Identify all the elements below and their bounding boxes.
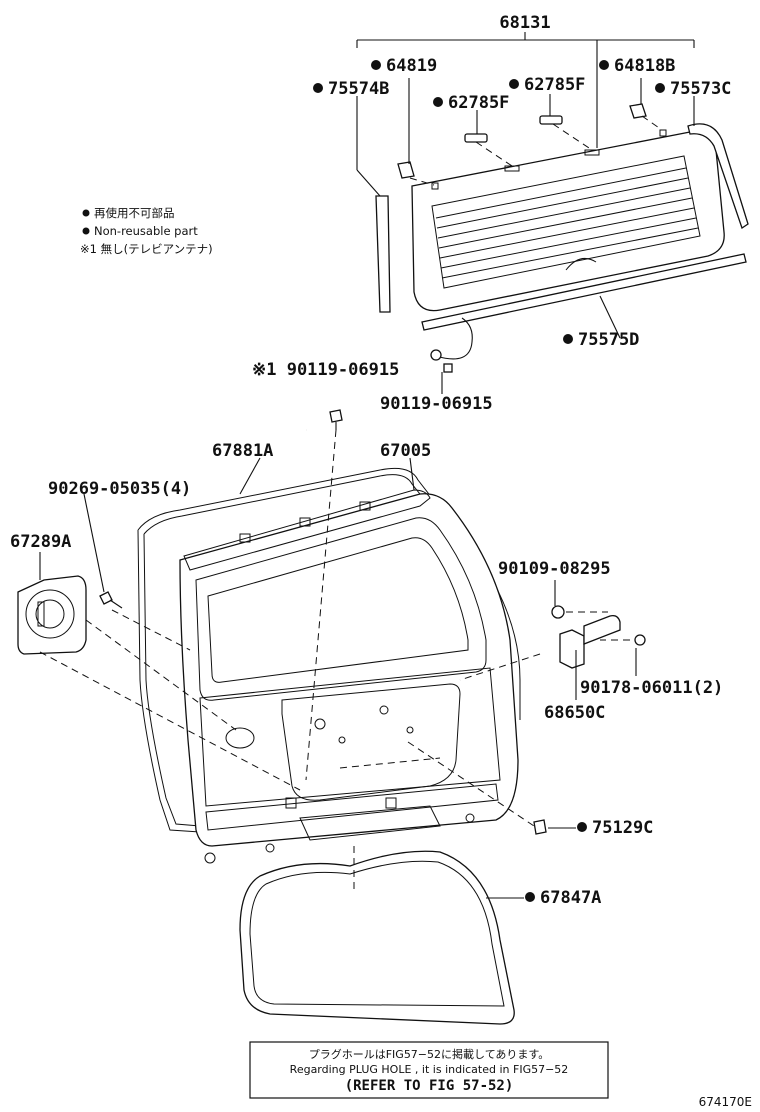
leaders-top: [356, 32, 695, 339]
screw-90119-top: [329, 409, 343, 430]
assembly-dashes: [39, 429, 630, 890]
nonreusable-dot: [509, 79, 519, 89]
label-75574B: 75574B: [328, 79, 389, 99]
label-90269: 90269-05035(4): [48, 479, 191, 499]
lock-68650C: [551, 605, 646, 669]
screw-90269: [99, 591, 123, 609]
bumper-67289A: [17, 575, 87, 655]
label-68650C: 68650C: [544, 703, 605, 723]
garnish-67005: [183, 489, 431, 571]
label-68131: 68131: [499, 13, 550, 33]
label-75575D: 75575D: [578, 330, 639, 350]
nonreusable-dot: [577, 822, 587, 832]
nonreusable-dot: [599, 60, 609, 70]
note-reference: (REFER TO FIG 57-52): [345, 1078, 514, 1094]
leaders-middle: [39, 372, 637, 899]
legend-line-1: 再使用不可部品: [94, 206, 175, 220]
label-75129C: 75129C: [592, 818, 653, 838]
nonreusable-dot: [563, 334, 573, 344]
trim-panel-67847A: [239, 850, 515, 1025]
legend-line-3: ※1 無し(テレビアンテナ): [80, 242, 213, 256]
label-67005: 67005: [380, 441, 431, 461]
label-90178: 90178-06011(2): [580, 678, 723, 698]
back-window-glass: [411, 129, 725, 312]
clip-64819: [397, 161, 415, 179]
legend: 再使用不可部品 Non-reusable part ※1 無し(テレビアンテナ): [80, 206, 213, 256]
label-67847A: 67847A: [540, 888, 601, 908]
note-japanese: プラグホールはFIG57−52に掲載してあります。: [309, 1047, 550, 1061]
part-labels: 68131 64819 64818B 75574B 62785F 75573C …: [10, 13, 731, 908]
label-67881A: 67881A: [212, 441, 273, 461]
molding-strip-75573C: [687, 123, 749, 230]
legend-line-2: Non-reusable part: [94, 224, 198, 238]
stopper-75129C: [533, 819, 547, 835]
figure-id: 674170E: [699, 1095, 752, 1109]
nonreusable-dot: [525, 892, 535, 902]
spacer-62785F-right: [539, 115, 563, 125]
nonreusable-dot: [433, 97, 443, 107]
spacer-62785F-left: [464, 133, 488, 143]
label-90119-bottom: 90119-06915: [380, 394, 493, 414]
molding-strip-75574B: [375, 195, 391, 313]
label-90119-top: ※1 90119-06915: [252, 360, 399, 380]
label-64818B: 64818B: [614, 56, 675, 76]
note-english: Regarding PLUG HOLE , it is indicated in…: [290, 1063, 569, 1076]
nonreusable-dot: [313, 83, 323, 93]
label-90109: 90109-08295: [498, 559, 611, 579]
nonreusable-dot: [655, 83, 665, 93]
antenna-wire: [430, 317, 473, 373]
back-door-panel: [179, 493, 519, 864]
reference-note-box: プラグホールはFIG57−52に掲載してあります。 Regarding PLUG…: [249, 1041, 609, 1099]
label-64819: 64819: [386, 56, 437, 76]
label-62785F-right: 62785F: [524, 75, 585, 95]
label-67289A: 67289A: [10, 532, 71, 552]
label-62785F-left: 62785F: [448, 93, 509, 113]
clip-64818B: [629, 103, 647, 119]
legend-dot: [82, 209, 90, 217]
legend-dot: [82, 227, 90, 235]
nonreusable-dot: [371, 60, 381, 70]
molding-strip-75575D: [421, 253, 747, 331]
label-75573C: 75573C: [670, 79, 731, 99]
